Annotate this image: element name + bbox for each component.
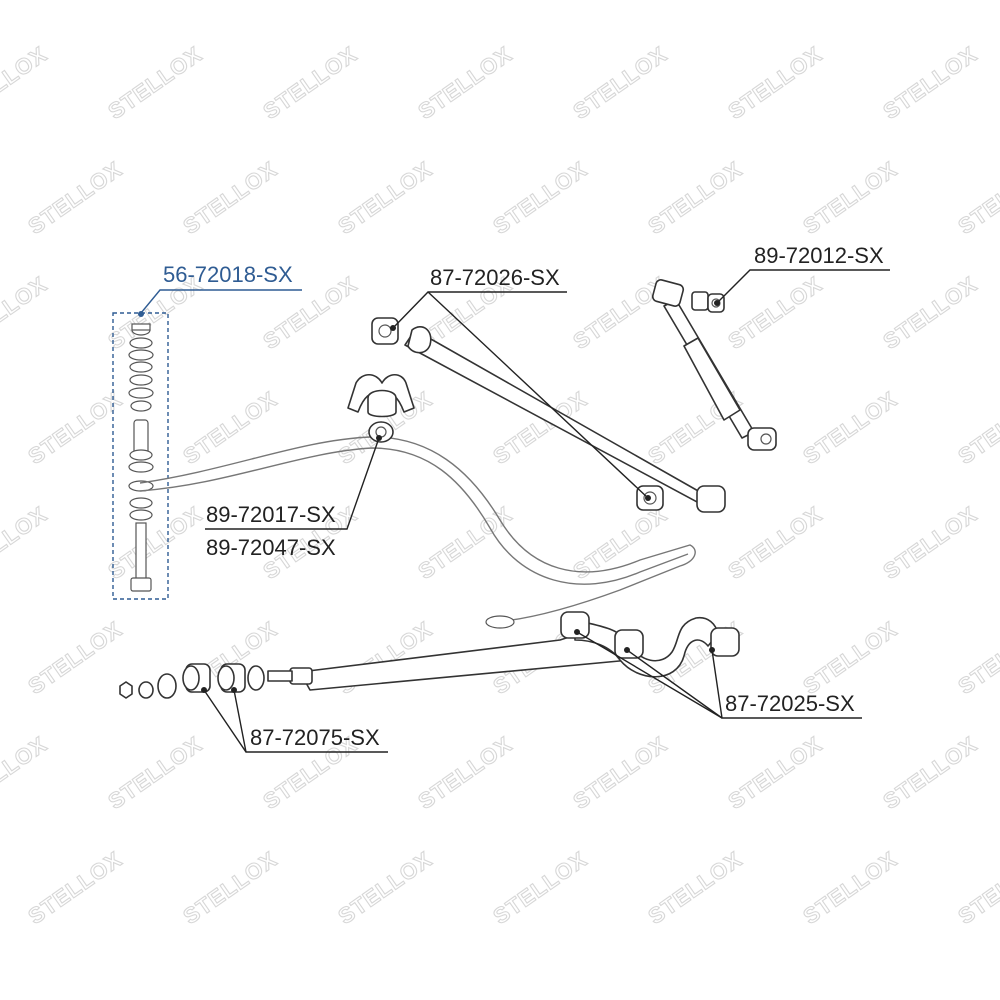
part-label-56-72018[interactable]: 56-72018-SX [163, 262, 293, 287]
watermark-text: STELLOX [724, 501, 827, 584]
part-label-87-72026[interactable]: 87-72026-SX [430, 265, 560, 290]
watermark-text: STELLOX [0, 731, 52, 814]
part-label-89-72047[interactable]: 89-72047-SX [206, 535, 336, 560]
part-label-89-72017[interactable]: 89-72017-SX [206, 502, 336, 527]
watermark-text: STELLOX [879, 271, 982, 354]
watermark-text: STELLOX [879, 501, 982, 584]
strut-rod-bushings [119, 663, 265, 699]
kit-dashed-box [112, 312, 169, 600]
watermark-text: STELLOX [799, 616, 902, 699]
watermark-text: STELLOX [489, 846, 592, 929]
watermark-text: STELLOX [724, 41, 827, 124]
leader-lines [138, 269, 890, 753]
watermark-text: STELLOX [24, 156, 127, 239]
watermark-text: STELLOX [0, 501, 52, 584]
stabilizer-bar [139, 436, 696, 629]
watermark-text: STELLOX [0, 41, 52, 124]
watermark-text: STELLOX [334, 156, 437, 239]
shock-absorber [651, 279, 777, 451]
part-label-87-72025[interactable]: 87-72025-SX [725, 691, 855, 716]
leader-89-72017 [205, 437, 380, 530]
watermark-text: STELLOX [879, 731, 982, 814]
watermark-text: STELLOX [179, 386, 282, 469]
part-label-87-72075[interactable]: 87-72075-SX [250, 725, 380, 750]
watermark-text: STELLOX [179, 846, 282, 929]
part-label-89-72012[interactable]: 89-72012-SX [754, 243, 884, 268]
watermark-text: STELLOX [644, 846, 747, 929]
watermark-text: STELLOX [954, 156, 1000, 239]
leader-89-72012 [716, 269, 890, 304]
watermark-text: STELLOX [724, 271, 827, 354]
watermark-text: STELLOX [954, 386, 1000, 469]
stabilizer-bushing-clamp [347, 373, 415, 443]
watermark-text: STELLOX [954, 846, 1000, 929]
stabilizer-link-kit [112, 312, 169, 600]
watermark-text: STELLOX [489, 156, 592, 239]
leader-56-72018 [140, 289, 302, 314]
watermark-text: STELLOX [259, 41, 362, 124]
watermark-text: STELLOX [569, 731, 672, 814]
watermark-text: STELLOX [179, 156, 282, 239]
watermark-text: STELLOX [24, 386, 127, 469]
watermark-text: STELLOX [104, 501, 207, 584]
watermark-text: STELLOX [724, 731, 827, 814]
watermark-text: STELLOX [414, 41, 517, 124]
watermark-text: STELLOX [799, 846, 902, 929]
watermark-text: STELLOX [24, 846, 127, 929]
upper-link [371, 317, 726, 513]
watermark-text: STELLOX [799, 156, 902, 239]
watermark-text: STELLOX [799, 386, 902, 469]
watermark-text: STELLOX [104, 41, 207, 124]
watermark-text: STELLOX [954, 616, 1000, 699]
watermark-text: STELLOX [644, 156, 747, 239]
watermark-text: STELLOX [569, 41, 672, 124]
watermark-text: STELLOX [879, 41, 982, 124]
watermark-text: STELLOX [334, 846, 437, 929]
part-labels: 56-72018-SX 87-72026-SX 89-72012-SX 89-7… [163, 243, 884, 750]
watermark-text: STELLOX [104, 731, 207, 814]
watermark-text: STELLOX [414, 501, 517, 584]
watermark-text: STELLOX [0, 271, 52, 354]
watermark-text: STELLOX [414, 731, 517, 814]
watermark-text: STELLOX [24, 616, 127, 699]
